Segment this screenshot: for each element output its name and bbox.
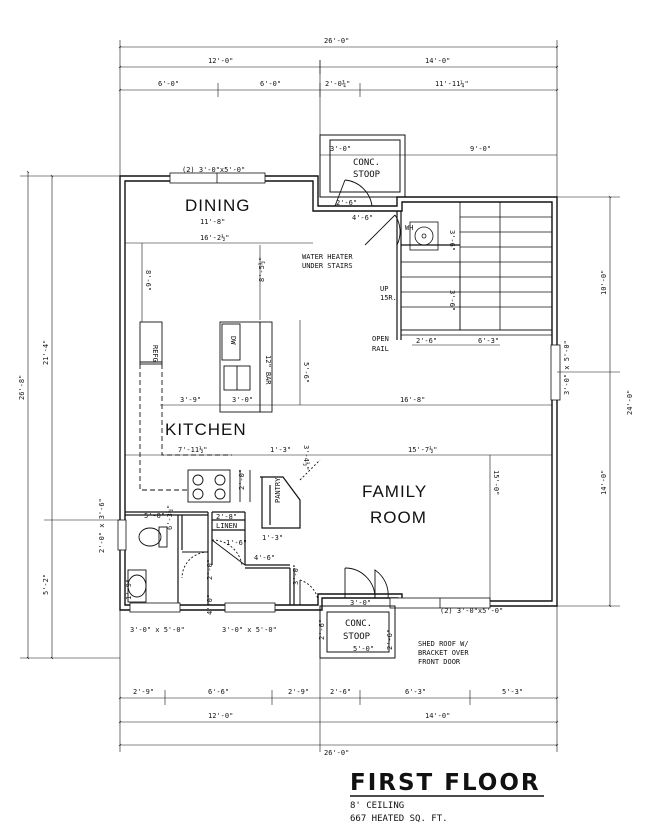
dining-label: DINING [185, 196, 251, 215]
dim-top-4: 11'-11¼" [435, 80, 469, 88]
stoops [319, 134, 406, 659]
dim-top-overall: 26'-0" [324, 37, 349, 45]
dim-kitchen-c: 16'-8" [400, 396, 425, 404]
dimension-lines [20, 40, 620, 752]
family-room-label-1: FAMILY [362, 482, 427, 501]
water-heater-note-2: UNDER STAIRS [302, 262, 353, 270]
dim-dining-window: (2) 3'-0"x5'-0" [182, 166, 245, 174]
family-room-label-2: ROOM [370, 508, 427, 527]
pantry-label: PANTRY [274, 477, 282, 503]
dim-top-2: 6'-0" [260, 80, 281, 88]
water-heater-tag: WH [405, 224, 413, 232]
water-heater-note-1: WATER HEATER [302, 253, 353, 261]
dim-right-window: 3'-0" x 5'-0" [563, 340, 571, 395]
stair-risers-label: 15R. [380, 294, 397, 302]
dim-stoop-a: 2'-6" [336, 199, 357, 207]
dim-family-width: 15'-7½" [408, 446, 438, 454]
exterior-walls [119, 175, 558, 611]
dim-bottom-left: 12'-0" [208, 712, 233, 720]
dim-stair-d: 6'-3" [478, 337, 499, 345]
dim-dining-width: 11'-8" [200, 218, 225, 226]
shed-roof-note-1: SHED ROOF W/ [418, 640, 469, 648]
dim-bottom-2: 6'-6" [208, 688, 229, 696]
dim-left-lower: 5'-2" [42, 574, 50, 595]
dim-stoop-bottom-depth: 5'-0" [353, 645, 374, 653]
dim-hall-d: 1'-3" [262, 534, 283, 542]
dim-left-upper: 21'-4" [42, 340, 50, 365]
refrigerator-label: REFG. [151, 345, 159, 366]
conc-stoop-top-2: STOOP [353, 170, 381, 180]
dim-kitchen-d: 7'-11½" [178, 446, 208, 454]
dim-stoop-right: 9'-0" [470, 145, 491, 153]
dim-right-outer: 24'-0" [626, 390, 634, 415]
conc-stoop-top-1: CONC. [353, 158, 380, 168]
dim-bottom-overall: 26'-0" [324, 749, 349, 757]
bar-label: 12" BAR [264, 355, 272, 385]
dim-family-window: (2) 3'-0"x5'-0" [440, 607, 503, 615]
dim-left-outer: 26'-8" [18, 375, 26, 400]
shed-roof-note-3: FRONT DOOR [418, 658, 461, 666]
dim-kitchen-top: 5'-6" [302, 362, 310, 383]
dim-right-upper: 10'-0" [600, 270, 608, 295]
dim-stair-c: 2'-6" [416, 337, 437, 345]
open-rail-label-2: RAIL [372, 345, 389, 353]
dim-hall-width: 4'-6" [254, 554, 275, 562]
dim-bottom-5: 6'-3" [405, 688, 426, 696]
dim-left-window: 2'-0" x 3'-6" [98, 498, 106, 553]
dim-right-lower: 14'-0" [600, 470, 608, 495]
dim-bath-c: 1'-9" [125, 579, 133, 600]
dim-top-1: 6'-0" [158, 80, 179, 88]
ceiling-height: 8' CEILING [350, 801, 404, 811]
dim-dining-left: 8'-6" [144, 270, 152, 291]
dim-pantry-2: 2'-0" [238, 469, 246, 490]
conc-stoop-bottom-1: CONC. [345, 619, 372, 629]
dim-dining-height: 8'-5½" [258, 257, 266, 282]
dim-stair-a: 3'-6" [448, 230, 456, 251]
dim-top-right: 14'-0" [425, 57, 450, 65]
dim-family-height: 15'-0" [492, 470, 500, 495]
dim-kitchen-e: 1'-3" [270, 446, 291, 454]
dim-bottom-1: 2'-9" [133, 688, 154, 696]
dim-dining-full: 16'-2½" [200, 234, 230, 242]
dim-hall-b: 3'-0" [292, 564, 300, 585]
dim-stoop-width: 3'-0" [330, 145, 351, 153]
dim-bath-a: 5'-0" [144, 512, 165, 520]
dim-bath-b: 6'-3½" [166, 505, 174, 530]
windows [117, 172, 561, 613]
stair-up-label: UP [380, 285, 388, 293]
heated-area: 667 HEATED SQ. FT. [350, 814, 448, 824]
bath-fixtures [127, 526, 168, 603]
linen-label: LINEN [216, 522, 237, 530]
dim-bath-d: 4'-0" [206, 594, 214, 615]
dim-pantry-1: 2'-8" [216, 513, 237, 521]
dim-bottom-3: 2'-9" [288, 688, 309, 696]
interior-walls [125, 211, 460, 605]
dim-bath-window: 3'-0" x 5'-0" [130, 626, 185, 634]
dim-stoop-b: 4'-6" [352, 214, 373, 222]
dim-kitchen-b: 3'-0" [232, 396, 253, 404]
page-title: FIRST FLOOR [350, 770, 541, 796]
dim-door-a: 2'-6" [318, 619, 326, 640]
dim-hall-c: 1'-6" [226, 539, 247, 547]
dim-kitchen-a: 3'-9" [180, 396, 201, 404]
dishwasher-label: DW [229, 336, 237, 345]
dim-top-left: 12'-0" [208, 57, 233, 65]
dim-kitchen-f: 3'-4½" [302, 445, 310, 470]
dim-top-3: 2'-0¾" [325, 80, 350, 88]
dim-bottom-right: 14'-0" [425, 712, 450, 720]
kitchen-label: KITCHEN [165, 420, 247, 439]
shed-roof-note-2: BRACKET OVER [418, 649, 469, 657]
doors [181, 179, 401, 605]
dim-hall-a: 2'-0" [206, 559, 214, 580]
dim-hall-window: 3'-0" x 5'-0" [222, 626, 277, 634]
dim-door-b: 2'-6" [386, 629, 394, 650]
dim-stoop-bottom-width: 3'-0" [350, 599, 371, 607]
stairs [400, 201, 553, 336]
dim-bottom-4: 2'-6" [330, 688, 351, 696]
conc-stoop-bottom-2: STOOP [343, 632, 371, 642]
dim-stair-b: 3'-6" [448, 290, 456, 311]
dim-bottom-6: 5'-3" [502, 688, 523, 696]
open-rail-label-1: OPEN [372, 335, 389, 343]
